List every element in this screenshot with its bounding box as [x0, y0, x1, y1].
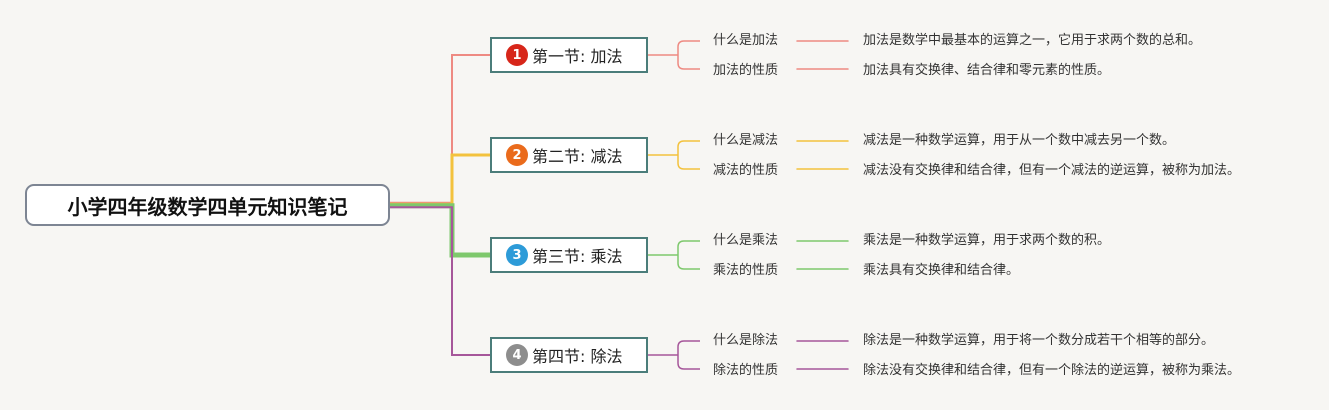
topic-division-properties[interactable]: 除法的性质	[713, 363, 779, 378]
number-badge: 3	[506, 244, 528, 266]
item-connector	[677, 340, 700, 348]
topic-what-is-addition[interactable]: 什么是加法	[713, 33, 779, 48]
item-connector	[677, 162, 700, 170]
root-title: 小学四年级数学四单元知识笔记	[67, 194, 348, 219]
branch-line	[390, 203, 490, 258]
topic-what-is-multiplication[interactable]: 什么是乘法	[713, 233, 779, 248]
description-subtraction-properties[interactable]: 减法没有交换律和结合律，但有一个减法的逆运算，被称为加法。	[863, 163, 1241, 178]
item-connector	[677, 140, 700, 148]
section-node-subtraction[interactable]: 2 第二节: 减法	[490, 137, 648, 173]
root-node[interactable]: 小学四年级数学四单元知识笔记	[25, 184, 390, 226]
section-node-division[interactable]: 4 第四节: 除法	[490, 337, 648, 373]
topic-what-is-division[interactable]: 什么是除法	[713, 333, 779, 348]
topic-multiplication-properties[interactable]: 乘法的性质	[713, 263, 779, 278]
section-node-multiplication[interactable]: 3 第三节: 乘法	[490, 237, 648, 273]
description-multiplication-properties[interactable]: 乘法具有交换律和结合律。	[863, 263, 1020, 278]
number-badge: 4	[506, 344, 528, 366]
section-title: 第三节: 乘法	[532, 247, 623, 266]
branch-line	[390, 54, 490, 204]
section-title: 第二节: 减法	[532, 147, 623, 166]
description-addition-properties[interactable]: 加法具有交换律、结合律和零元素的性质。	[863, 63, 1111, 78]
description-what-is-multiplication[interactable]: 乘法是一种数学运算，用于求两个数的积。	[863, 233, 1111, 248]
item-connector	[677, 362, 700, 370]
item-connector	[677, 240, 700, 248]
description-what-is-addition[interactable]: 加法是数学中最基本的运算之一，它用于求两个数的总和。	[863, 33, 1202, 48]
topic-what-is-subtraction[interactable]: 什么是减法	[713, 133, 779, 148]
branch-line	[390, 206, 490, 356]
number-badge: 1	[506, 44, 528, 66]
branch-line	[390, 153, 490, 206]
description-what-is-subtraction[interactable]: 减法是一种数学运算，用于从一个数中减去另一个数。	[863, 133, 1176, 148]
item-connector	[677, 262, 700, 270]
section-title: 第四节: 除法	[532, 347, 623, 366]
topic-subtraction-properties[interactable]: 减法的性质	[713, 163, 779, 178]
number-badge: 2	[506, 144, 528, 166]
description-division-properties[interactable]: 除法没有交换律和结合律，但有一个除法的逆运算，被称为乘法。	[863, 363, 1241, 378]
description-what-is-division[interactable]: 除法是一种数学运算，用于将一个数分成若干个相等的部分。	[863, 333, 1215, 348]
section-node-addition[interactable]: 1 第一节: 加法	[490, 37, 648, 73]
section-title: 第一节: 加法	[532, 47, 623, 66]
item-connector	[677, 40, 700, 48]
topic-addition-properties[interactable]: 加法的性质	[713, 63, 779, 78]
item-connector	[677, 62, 700, 70]
